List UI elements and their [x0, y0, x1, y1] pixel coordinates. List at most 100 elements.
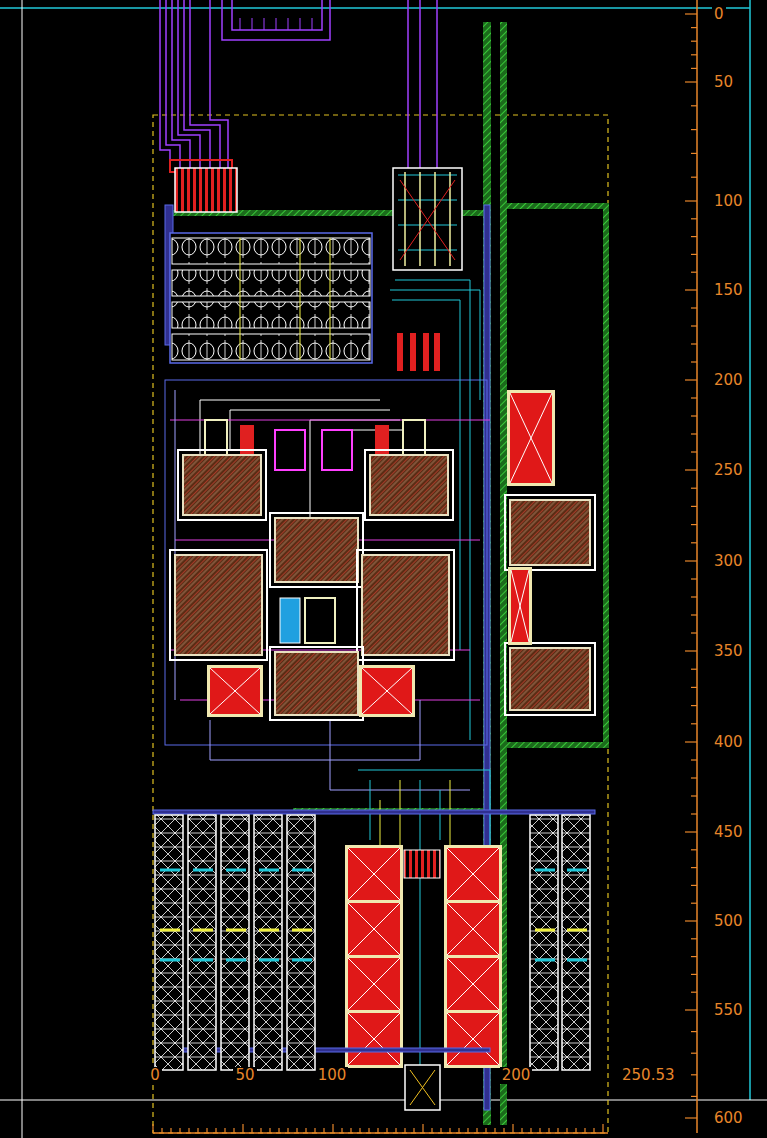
- x-box-cross: [511, 570, 529, 642]
- ruler-label: 250: [712, 462, 745, 479]
- ruler-ticks: [153, 14, 697, 1133]
- power-rail: [153, 810, 595, 814]
- x-box-fill: [510, 393, 552, 483]
- ruler-tick: [485, 1128, 486, 1133]
- wire: [172, 0, 190, 170]
- ladder-column: [254, 815, 282, 1070]
- ruler-tick: [691, 27, 697, 28]
- device: [362, 555, 449, 655]
- ruler-label: 350: [712, 643, 745, 660]
- ruler-tick: [233, 1128, 234, 1133]
- resistor-array: [397, 333, 440, 371]
- ruler-tick: [368, 1128, 369, 1133]
- ruler-tick: [691, 488, 697, 489]
- x-box-fill: [447, 1013, 499, 1065]
- ruler-tick: [602, 1124, 603, 1133]
- contact-strip: [160, 929, 587, 932]
- x-box-cross: [348, 958, 400, 1010]
- ruler-tick: [404, 1128, 405, 1133]
- ruler-tick: [691, 1074, 697, 1075]
- standard-cell-rows: [170, 233, 372, 363]
- x-box-frame: [508, 567, 532, 645]
- cell-instance: [393, 168, 462, 270]
- device: [275, 518, 358, 582]
- crosshair-line: [22, 0, 23, 1138]
- ruler-tick: [685, 289, 697, 290]
- x-box-cross: [348, 848, 400, 900]
- ruler-tick: [251, 1128, 252, 1133]
- ladder-column: [562, 815, 590, 1070]
- ruler-tick: [386, 1128, 387, 1133]
- ruler-tick: [494, 1128, 495, 1133]
- transistor: [275, 430, 305, 470]
- ruler-tick: [691, 614, 697, 615]
- wire: [407, 0, 409, 168]
- cell-instance: [175, 168, 237, 212]
- ruler-tick: [691, 129, 697, 130]
- x-box-fill: [511, 570, 529, 642]
- x-box-cross: [447, 903, 499, 955]
- ruler-label: 100: [316, 1067, 349, 1084]
- wire: [178, 0, 200, 170]
- ruler-tick: [691, 433, 697, 434]
- ruler-tick: [691, 885, 697, 886]
- x-box-cross: [210, 668, 260, 714]
- ruler-tick: [269, 1128, 270, 1133]
- x-box-fill: [447, 903, 499, 955]
- ruler-tick: [341, 1128, 342, 1133]
- x-box-cross: [348, 1013, 400, 1065]
- ruler-tick: [224, 1128, 225, 1133]
- ruler-tick: [503, 1128, 504, 1133]
- x-box-fill: [447, 958, 499, 1010]
- ladder-column: [221, 815, 249, 1070]
- ruler-tick: [685, 13, 697, 14]
- x-box-frame: [444, 845, 502, 903]
- ruler-tick: [685, 650, 697, 651]
- ruler-tick: [350, 1128, 351, 1133]
- cell-detail: [240, 238, 330, 360]
- x-box: [444, 845, 502, 903]
- ruler-tick: [476, 1128, 477, 1133]
- ruler-label: 200: [712, 372, 745, 389]
- device: [370, 455, 448, 515]
- ruler-tick: [548, 1128, 549, 1133]
- frame-line: [749, 0, 751, 1100]
- metal-wires: [160, 0, 437, 170]
- ruler-tick: [215, 1128, 216, 1133]
- ruler-label: 100: [712, 193, 745, 210]
- ruler-tick: [691, 795, 697, 796]
- x-box-cross: [447, 958, 499, 1010]
- ruler-tick: [691, 813, 697, 814]
- metal-ticks: [240, 18, 312, 30]
- ruler-tick: [296, 1128, 297, 1133]
- resistor: [423, 333, 429, 371]
- x-box-frame: [444, 1010, 502, 1068]
- ruler-tick: [584, 1128, 585, 1133]
- ruler-tick: [691, 272, 697, 273]
- ruler-tick: [691, 68, 697, 69]
- ruler-tick: [691, 506, 697, 507]
- ruler-tick: [359, 1128, 360, 1133]
- ruler-tick: [197, 1128, 198, 1133]
- device-frame: [365, 450, 453, 520]
- ruler-tick: [431, 1128, 432, 1133]
- ruler-tick: [206, 1128, 207, 1133]
- ruler-tick: [691, 325, 697, 326]
- ruler-tick: [691, 1096, 697, 1097]
- device-frame: [170, 550, 267, 660]
- ruler-tick: [422, 1124, 423, 1133]
- ruler-tick: [691, 938, 697, 939]
- cell-row: [172, 270, 370, 296]
- ruler-label: 250.53: [620, 1067, 677, 1084]
- ruler-tick: [691, 41, 697, 42]
- ruler-tick: [691, 1031, 697, 1032]
- x-box-cross: [348, 903, 400, 955]
- frame-line: [0, 7, 750, 9]
- wire: [419, 0, 421, 168]
- wire: [190, 0, 220, 170]
- ruler-tick: [305, 1128, 306, 1133]
- ruler-tick: [691, 759, 697, 760]
- ruler-tick: [685, 200, 697, 201]
- crosshair-line: [0, 1100, 767, 1101]
- ruler-tick: [691, 956, 697, 957]
